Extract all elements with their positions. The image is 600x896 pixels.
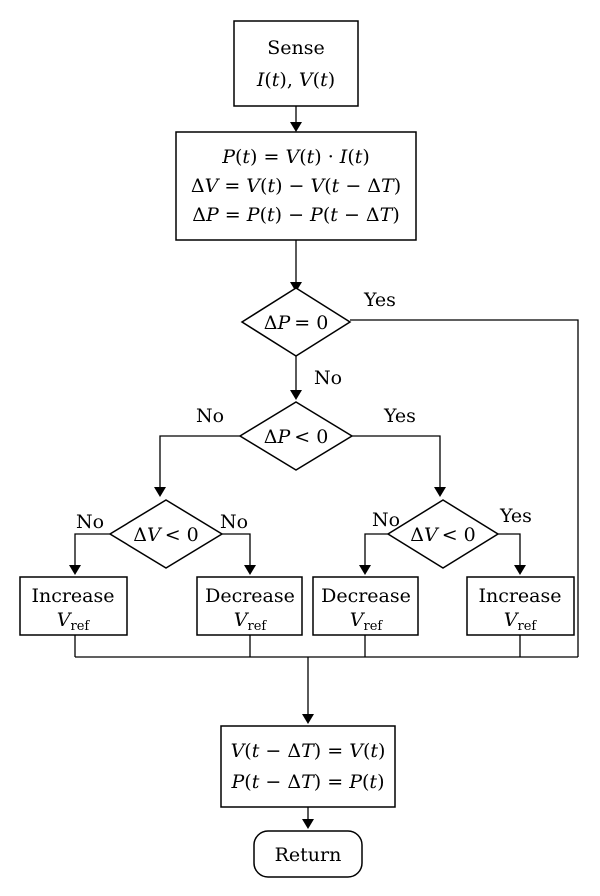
return-terminal: Return	[253, 830, 363, 878]
arrow-heads	[69, 122, 526, 829]
svg-text:Increase: Increase	[478, 585, 561, 607]
svg-text:Vref: Vref	[57, 609, 91, 634]
update-power: P(t − ΔT) = P(t)	[231, 771, 385, 793]
sense-title: Sense	[267, 37, 325, 59]
svg-text:ΔP= 0: ΔP= 0	[264, 312, 329, 334]
power-equation: P(t) = V(t) · I(t)	[221, 146, 370, 168]
no-label-2: No	[196, 405, 224, 427]
increase-vref-box-1: Increase Vref	[19, 576, 128, 636]
delta-p-equation: ΔP = P(t) − P(t − ΔT)	[192, 204, 400, 226]
decision-delta-v-right: ΔV< 0	[386, 499, 500, 569]
delta-v-equation: ΔV = V(t) − V(t − ΔT)	[191, 175, 401, 197]
decision-delta-p-negative: ΔP< 0	[238, 401, 354, 471]
yes-label-4: Yes	[499, 505, 532, 527]
sense-box: Sense I(t), V(t)	[233, 20, 359, 107]
svg-text:ΔV< 0: ΔV< 0	[133, 524, 199, 546]
decision-delta-v-left: ΔV< 0	[108, 499, 224, 569]
no-label-1: No	[314, 367, 342, 389]
return-label: Return	[275, 844, 342, 866]
decrease-vref-box-1: Decrease Vref	[196, 576, 303, 636]
increase-vref-box-2: Increase Vref	[466, 576, 575, 636]
no-label-4: No	[372, 509, 400, 531]
svg-text:Decrease: Decrease	[205, 585, 295, 607]
svg-text:Vref: Vref	[350, 609, 384, 634]
svg-text:Decrease: Decrease	[321, 585, 411, 607]
yes-label-2: Yes	[383, 405, 416, 427]
update-voltage: V(t − ΔT) = V(t)	[231, 740, 386, 762]
svg-text:Vref: Vref	[504, 609, 538, 634]
no-label-3a: No	[76, 511, 104, 533]
yes-label-1: Yes	[363, 289, 396, 311]
svg-text:ΔP< 0: ΔP< 0	[264, 426, 329, 448]
compute-box: P(t) = V(t) · I(t) ΔV = V(t) − V(t − ΔT)…	[175, 131, 417, 241]
decision-delta-p-zero: ΔP= 0	[240, 287, 352, 357]
decrease-vref-box-2: Decrease Vref	[312, 576, 419, 636]
svg-text:Increase: Increase	[31, 585, 114, 607]
no-label-3b: No	[220, 511, 248, 533]
update-box: V(t − ΔT) = V(t) P(t − ΔT) = P(t)	[220, 725, 396, 808]
connectors	[74, 106, 579, 825]
sense-signals: I(t), V(t)	[256, 69, 335, 91]
svg-text:Vref: Vref	[234, 609, 268, 634]
svg-text:ΔV< 0: ΔV< 0	[410, 524, 476, 546]
